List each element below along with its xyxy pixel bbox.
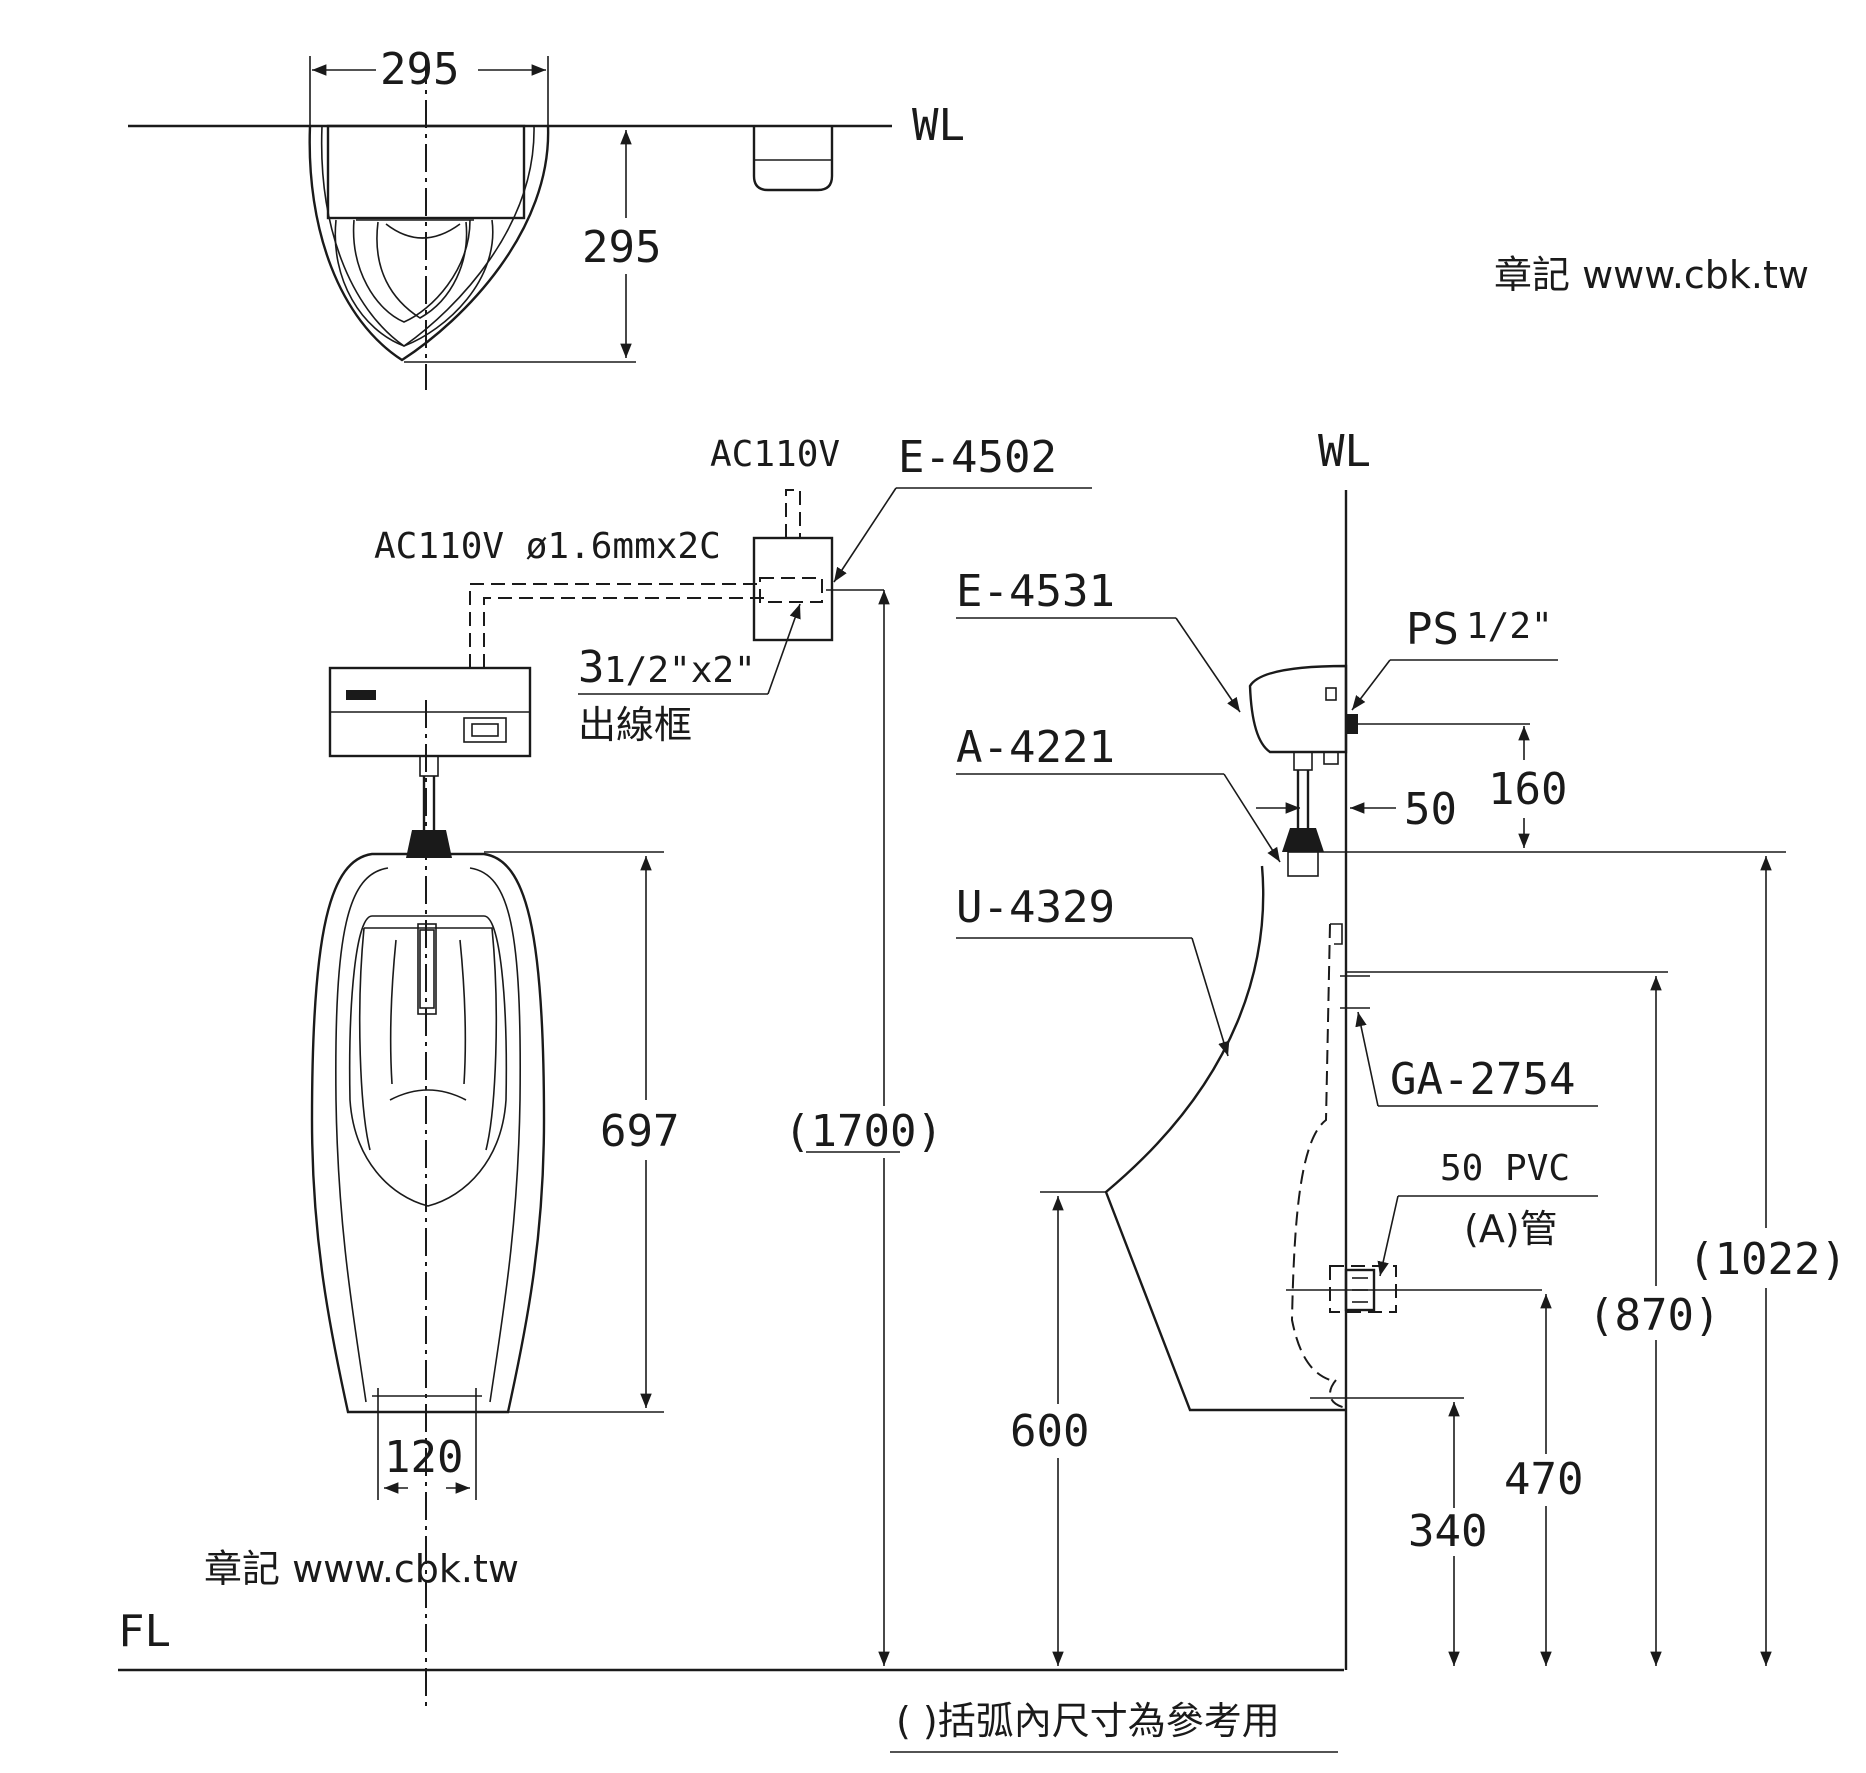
front-view: FL AC110V ø1.6mmx2C AC110V E-4502	[118, 432, 1344, 1708]
urinal-front	[310, 852, 546, 1414]
watermark-bottom: 章記 www.cbk.tw	[204, 1547, 519, 1591]
top-height-dim: (1022)	[1688, 1234, 1847, 1285]
junction-box	[752, 489, 884, 642]
valve-part: A-4221	[956, 722, 1115, 773]
supply-pipe: PS	[1406, 604, 1459, 655]
box-name: 出線框	[578, 703, 692, 747]
drain-height-dim: 470	[1504, 1454, 1583, 1505]
supply-pipe-size: 1/2"	[1466, 606, 1553, 647]
trap-part: GA-2754	[1390, 1054, 1575, 1105]
box-size-int: 3	[578, 642, 605, 693]
watermark-top: 章記 www.cbk.tw	[1494, 253, 1809, 297]
wiring-conduit	[469, 583, 764, 668]
top-depth-dim: 295	[582, 222, 661, 273]
box-size-frac: 1/2"x2"	[604, 650, 756, 691]
side-wall-label: WL	[1318, 426, 1371, 477]
hanger-height-dim: (870)	[1588, 1290, 1720, 1341]
drain-pipe-note: (A)管	[1464, 1207, 1558, 1251]
urinal-part: U-4329	[956, 882, 1115, 933]
footnote: ( )括弧內尺寸為參考用	[896, 1699, 1280, 1743]
top-view: WL 295 295	[128, 44, 965, 390]
top-bowl-outline	[308, 124, 550, 362]
total-height-dim: (1700)	[784, 1106, 943, 1157]
outlet-height-dim: 340	[1408, 1506, 1487, 1557]
sensor-part: E-4531	[956, 566, 1115, 617]
sensor-side	[1248, 664, 1358, 877]
junction-box-part: E-4502	[898, 432, 1057, 483]
rim-height-dim: 600	[1010, 1406, 1089, 1457]
outlet-spacing-dim: 120	[384, 1432, 463, 1483]
wiring-label: AC110V ø1.6mmx2C	[374, 526, 721, 567]
top-sensor-box	[752, 126, 834, 192]
side-view: WL E-4531	[956, 426, 1847, 1670]
drain-pipe: 50 PVC	[1440, 1148, 1570, 1189]
top-width-dim: 295	[380, 44, 459, 95]
offset-dim: 50	[1404, 784, 1457, 835]
flush-valve-front	[328, 666, 532, 858]
urinal-side	[1104, 865, 1542, 1412]
top-wall-label: WL	[912, 100, 965, 151]
floor-label: FL	[118, 1606, 171, 1657]
power-label: AC110V	[710, 434, 840, 475]
bowl-height-dim: 697	[600, 1106, 679, 1157]
sensor-drop-dim: 160	[1488, 764, 1567, 815]
